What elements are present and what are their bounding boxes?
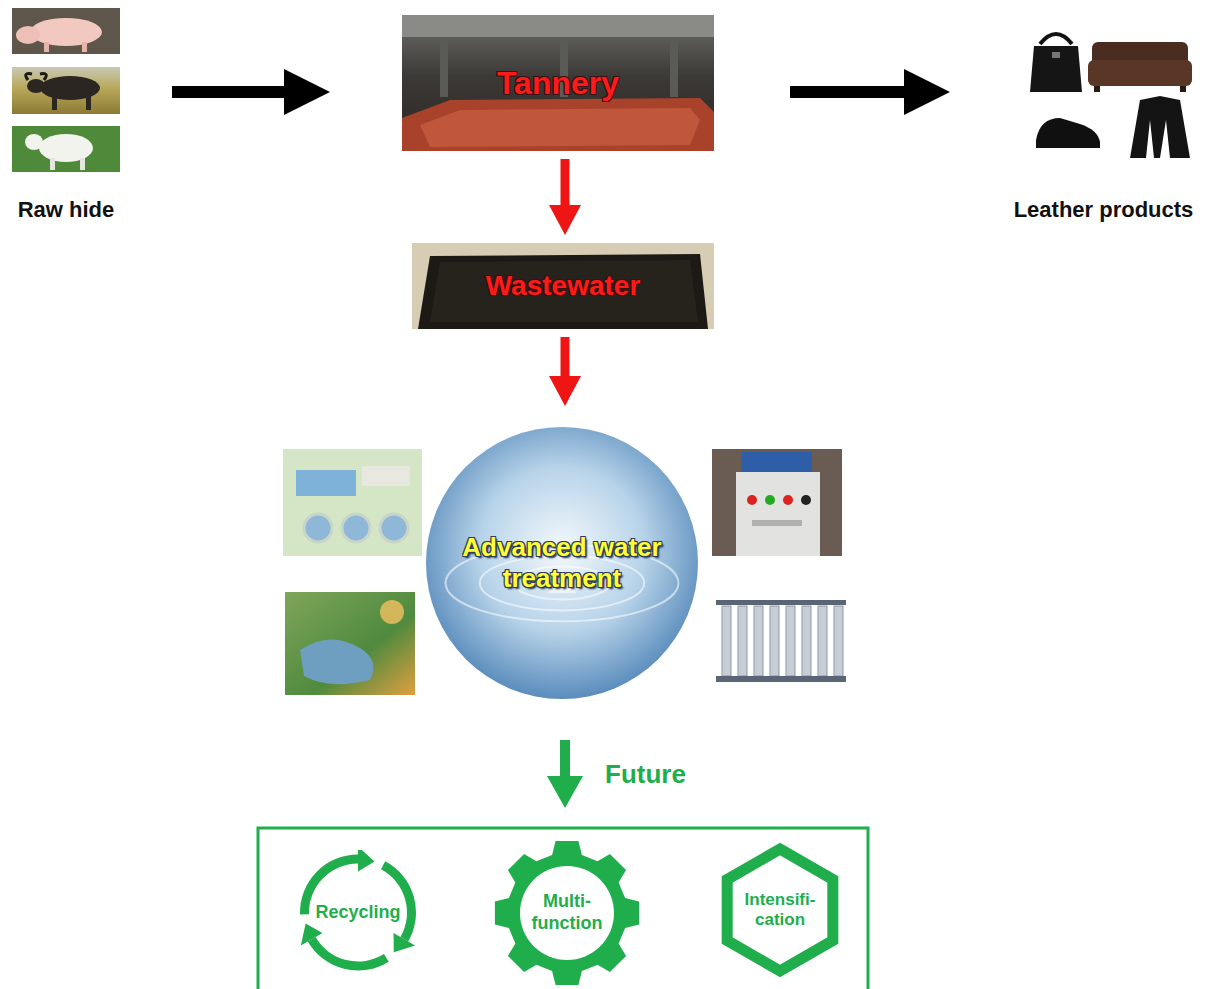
recycle-icon: Recycling	[293, 850, 423, 975]
gear-icon: Multi-function	[492, 838, 642, 988]
flow-arrow	[549, 337, 581, 406]
photo-group: Leather products	[995, 20, 1212, 227]
tannery-photo	[402, 15, 714, 151]
node-label: Multi-function	[522, 891, 612, 934]
photo-box: Tannery	[402, 15, 714, 151]
edge-label: Future	[603, 759, 688, 790]
wetland-aerial	[285, 592, 415, 695]
flow-arrow	[549, 159, 581, 235]
node-label: Advanced water treatment	[444, 532, 680, 594]
goat-photo	[12, 126, 120, 172]
membrane-modules-photo	[710, 592, 850, 698]
treatment-plant-aerial	[283, 449, 422, 556]
node-label: Wastewater	[486, 269, 641, 303]
water-circle: Advanced water treatment	[425, 426, 699, 700]
flow-arrow	[547, 740, 583, 808]
future-frame	[258, 828, 868, 989]
node-label: Recycling	[315, 902, 400, 924]
flow-arrow	[790, 69, 950, 115]
treatment-machine-photo	[712, 449, 842, 556]
node-label: Leather products	[1014, 197, 1194, 223]
hexagon-icon: Intensifi-cation	[712, 842, 848, 978]
photo-group: Raw hide	[5, 5, 127, 227]
node-label: Intensifi-cation	[732, 890, 828, 931]
leather-products-photos	[1030, 34, 1192, 158]
buffalo-photo	[12, 67, 120, 114]
flow-arrow	[172, 69, 330, 115]
photo-box: Wastewater	[412, 243, 714, 329]
pig-photo	[12, 8, 120, 54]
wastewater-photo	[412, 243, 714, 329]
node-label: Raw hide	[18, 197, 115, 223]
node-label: Tannery	[497, 64, 619, 102]
